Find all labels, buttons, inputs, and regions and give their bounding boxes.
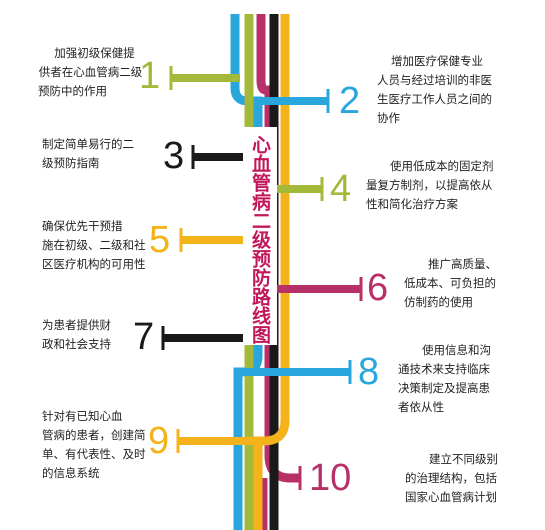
step-number-1: 1 [139, 55, 161, 97]
step-text-3: 制定简单易行的二 级预防指南 [42, 137, 134, 170]
step-number-8: 8 [358, 351, 380, 393]
step-text-5: 确保优先干预措 施在初级、二级和社 区医疗机构的可用性 [42, 219, 146, 271]
step-number-6: 6 [367, 267, 389, 309]
connectors [161, 66, 363, 490]
step-number-10: 10 [309, 457, 352, 499]
title-panel: 心血管病二级预防路线图 [243, 127, 277, 345]
step-number-2: 2 [339, 80, 361, 122]
step-text-1: 加强初级保健提 供者在心血管病二级 预防中的作用 [38, 46, 143, 98]
step-text-9: 针对有已知心血 管病的患者，创建简 单、有代表性、及时 的信息系统 [42, 409, 146, 480]
magenta-track [256, 14, 300, 483]
step-number-7: 7 [133, 316, 155, 358]
step-text-2: 增加医疗保健专业 人员与经过培训的非医 生医疗工作人员之间的 协作 [377, 54, 492, 125]
step-number-4: 4 [330, 168, 352, 210]
step-text-8: 使用信息和沟 通技术来支持临床 决策制定及提高患 者依从性 [398, 343, 491, 414]
step-number-5: 5 [149, 219, 171, 261]
step-text-4: 使用低成本的固定剂 量复方制剂，以提高依从 性和简化治疗方案 [366, 159, 494, 211]
step-number-3: 3 [163, 135, 185, 177]
diagram-title: 心血管病二级预防路线图 [249, 135, 271, 344]
orange-track [253, 14, 290, 530]
step-text-6: 推广高质量、 低成本、可负担的 仿制药的使用 [404, 257, 497, 309]
step-text-7: 为患者提供财 政和社会支持 [42, 318, 111, 351]
step-number-9: 9 [148, 420, 170, 462]
step-text-10: 建立不同级别 的治理结构，包括 国家心血管病计划 [405, 452, 498, 504]
